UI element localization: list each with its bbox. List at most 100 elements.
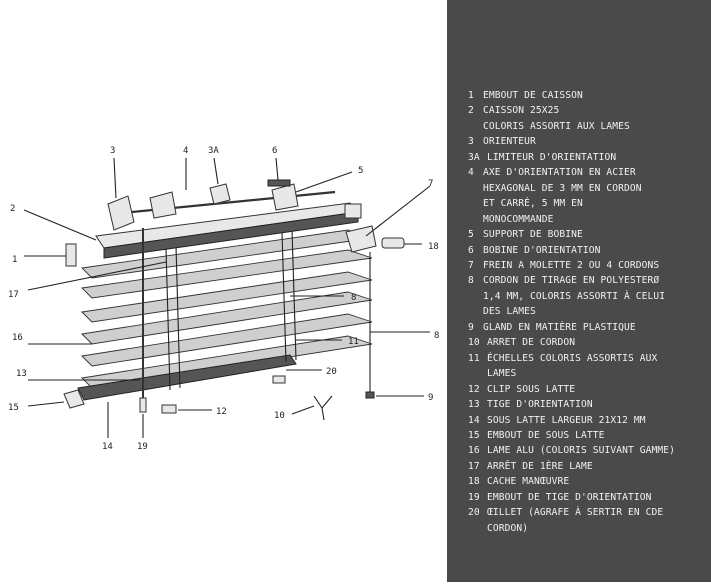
legend-text: GLAND EN MATIÈRE PLASTIQUE xyxy=(483,321,636,333)
leader-lines xyxy=(23,157,431,438)
callout-13: 13 xyxy=(16,369,27,379)
leader-6 xyxy=(275,157,279,181)
legend-text: EMBOUT DE CAISSON xyxy=(483,90,583,101)
legend-text: LAME ALU (COLORIS SUIVANT GAMME) xyxy=(487,445,676,457)
legend-number: 3 xyxy=(468,136,474,148)
wand-tip xyxy=(139,397,147,413)
head-rail-end xyxy=(65,243,77,267)
leader-7 xyxy=(365,185,431,237)
legend-text: SUPPORT DE BOBINE xyxy=(483,229,583,241)
eyelet xyxy=(272,375,286,384)
bottom-rail-end xyxy=(63,389,85,409)
legend-item: 5 SUPPORT DE BOBINE xyxy=(468,227,706,242)
legend-number: 2 xyxy=(468,105,474,117)
legend-number: 17 xyxy=(468,460,480,472)
slat xyxy=(81,291,373,345)
slat xyxy=(81,335,373,389)
callout-7: 7 xyxy=(428,179,433,189)
spool-support xyxy=(149,191,177,219)
legend-number: 5 xyxy=(468,229,474,241)
callout-2: 2 xyxy=(10,204,15,214)
leader-5 xyxy=(295,171,353,193)
callout-5: 5 xyxy=(358,166,363,176)
legend-number: 12 xyxy=(468,383,480,395)
legend-text: CORDON DE TIRAGE EN POLYESTERØ 1,4 MM, C… xyxy=(483,275,666,318)
legend-number: 15 xyxy=(468,429,480,441)
legend-item: 15 EMBOUT DE SOUS LATTE xyxy=(468,428,706,443)
legend-item: 12 CLIP SOUS LATTE xyxy=(468,382,706,397)
legend-text: LIMITEUR D'ORIENTATION xyxy=(487,151,617,163)
tilt-spool xyxy=(267,179,291,187)
legend-item: 16 LAME ALU (COLORIS SUIVANT GAMME) xyxy=(468,443,706,458)
slat xyxy=(81,249,373,299)
legend-text: EMBOUT DE SOUS LATTE xyxy=(487,429,605,441)
spool-support xyxy=(271,183,299,211)
callout-8a: 8 xyxy=(351,293,356,303)
cord-stop xyxy=(313,395,333,421)
leader-2 xyxy=(23,209,97,241)
legend-number: 11 xyxy=(468,352,480,364)
leader-17 xyxy=(27,261,167,291)
callout-6: 6 xyxy=(272,146,277,156)
legend-text: AXE D'ORIENTATION EN ACIER HEXAGONAL DE … xyxy=(483,167,642,225)
legend-number: 7 xyxy=(468,259,474,271)
legend-item: 3A LIMITEUR D'ORIENTATION xyxy=(468,150,706,165)
legend-text: EMBOUT DE TIGE D'ORIENTATION xyxy=(487,491,652,503)
slats xyxy=(81,229,373,389)
legend-item: 17 ARRÊT DE 1ÈRE LAME xyxy=(468,459,706,474)
legend-number: 16 xyxy=(468,445,480,457)
callout-12: 12 xyxy=(216,407,227,417)
legend-text: ARRÊT DE 1ÈRE LAME xyxy=(487,460,593,472)
venetian-blind-diagram: 3 4 3A 6 5 7 2 1 18 17 8 8 16 11 13 20 1… xyxy=(8,146,439,452)
under-slat-clip xyxy=(161,404,177,414)
ladder-cord xyxy=(165,247,171,391)
cord-cover xyxy=(381,237,405,249)
callout-labels: 3 4 3A 6 5 7 2 1 18 17 8 8 16 11 13 20 1… xyxy=(8,146,439,452)
callout-10: 10 xyxy=(274,411,285,421)
legend-number: 13 xyxy=(468,399,480,411)
legend-number: 8 xyxy=(468,275,474,287)
callout-1: 1 xyxy=(12,255,17,265)
slat xyxy=(81,271,373,323)
legend-panel xyxy=(447,0,711,582)
legend-number: 19 xyxy=(468,491,480,503)
ladder-cord xyxy=(175,245,181,389)
legend-number: 6 xyxy=(468,244,474,256)
callout-11: 11 xyxy=(348,337,359,347)
legend-number: 3A xyxy=(468,151,480,163)
legend-item: 2 CAISSON 25X25 COLORIS ASSORTI AUX LAMES xyxy=(468,103,706,134)
legend-text: CACHE MANŒUVRE xyxy=(487,476,570,488)
tilt-axle xyxy=(111,190,336,216)
blind-exploded-view: 3 4 3A 6 5 7 2 1 18 17 8 8 16 11 13 20 1… xyxy=(8,146,439,452)
callout-17: 17 xyxy=(8,290,19,300)
callout-16: 16 xyxy=(12,333,23,343)
tilt-limiter xyxy=(209,183,231,205)
ladder-cord xyxy=(281,231,287,363)
legend-text: BOBINE D'ORIENTATION xyxy=(483,244,601,256)
legend-text: CLIP SOUS LATTE xyxy=(487,383,576,395)
legend-text: CAISSON 25X25 COLORIS ASSORTI AUX LAMES xyxy=(483,105,630,132)
legend-item: 19 EMBOUT DE TIGE D'ORIENTATION xyxy=(468,490,706,505)
tilter xyxy=(107,195,135,231)
callout-3: 3 xyxy=(110,146,115,156)
leader-10 xyxy=(291,405,315,415)
callout-15: 15 xyxy=(8,403,19,413)
leader-3 xyxy=(113,157,117,199)
callout-3a: 3A xyxy=(208,146,219,156)
callout-18: 18 xyxy=(428,242,439,252)
callout-14: 14 xyxy=(102,442,113,452)
leader-3a xyxy=(213,157,219,185)
cord-lock xyxy=(345,225,377,253)
head-rail-front xyxy=(103,211,359,259)
